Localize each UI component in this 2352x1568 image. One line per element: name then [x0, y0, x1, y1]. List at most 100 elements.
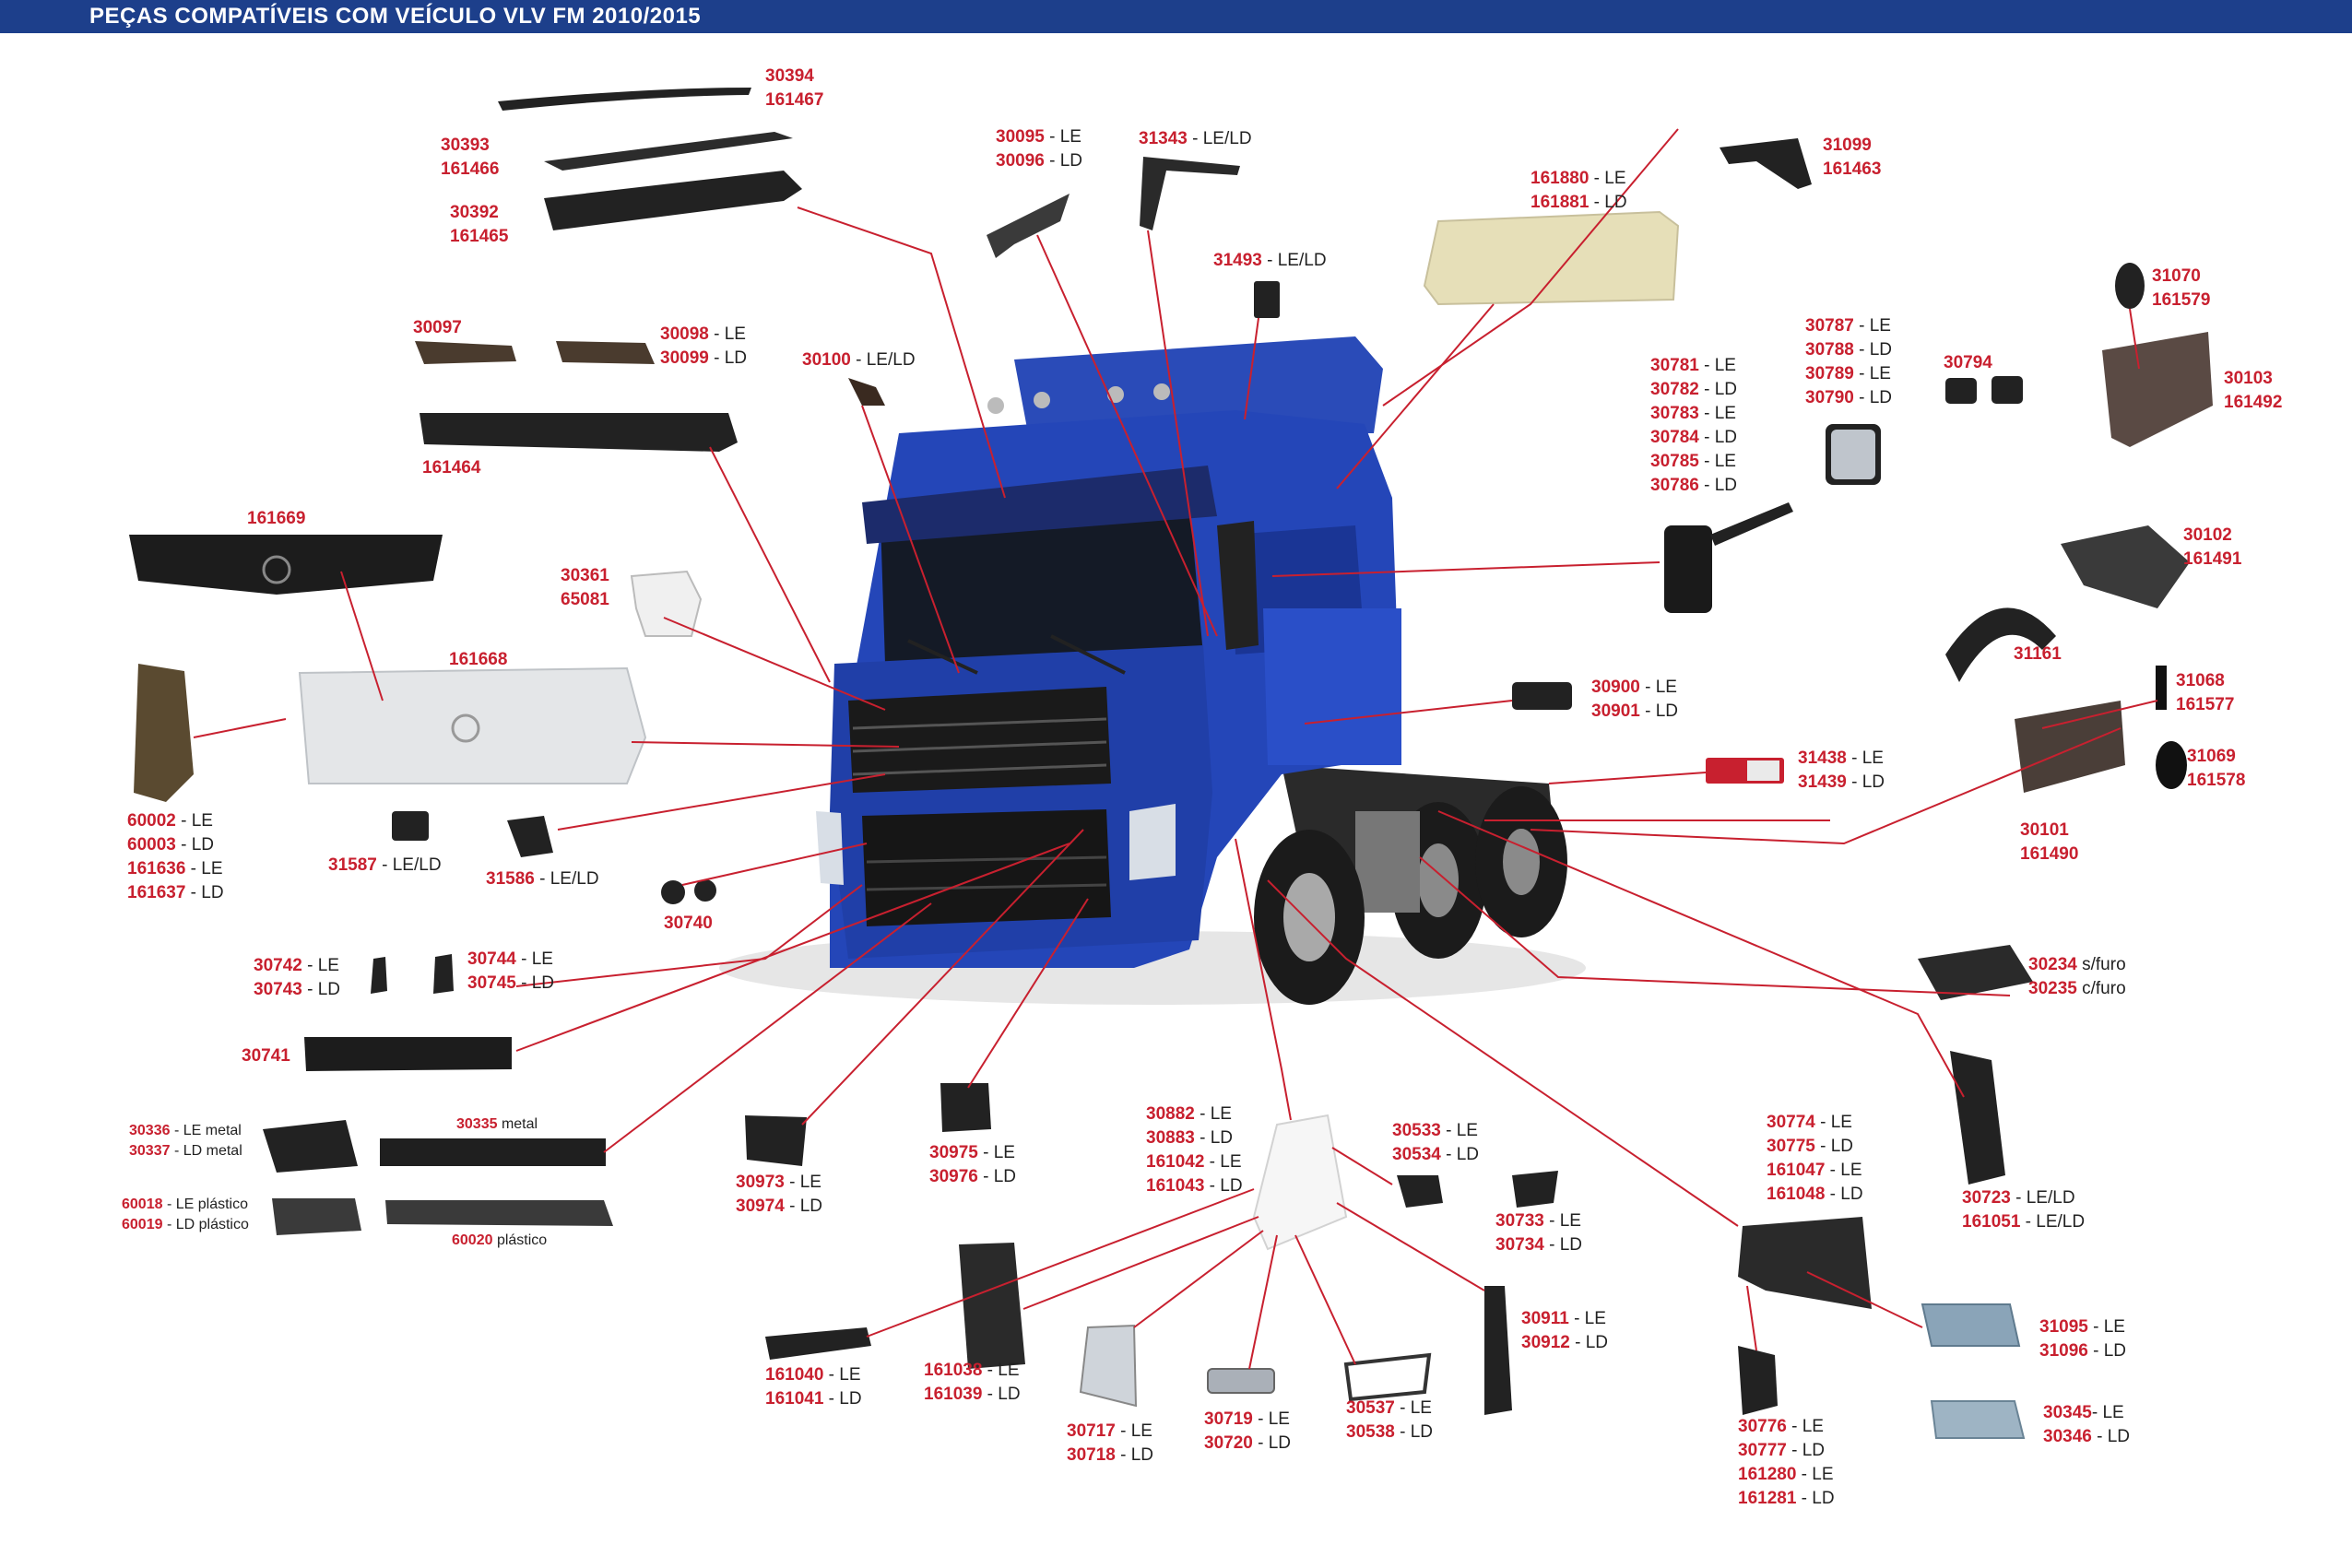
label-31068: 31068 161577 [2176, 671, 2235, 714]
part-mudflap-30101 [2015, 701, 2125, 793]
label-30533: 30533 - LE 30534 - LD [1392, 1121, 1480, 1164]
part-bumper-end-30336 [263, 1120, 358, 1173]
label-161669: 161669 [247, 509, 306, 528]
label-30781: 30781 - LE 30782 - LD 30783 - LE 30784 -… [1650, 356, 1738, 495]
label-30098: 30098 - LE 30099 - LD [660, 324, 748, 368]
part-step-box-30774 [1738, 1217, 1872, 1309]
label-30973: 30973 - LE 30974 - LD [736, 1173, 823, 1216]
part-mudguard-30102 [2061, 525, 2190, 608]
label-30097: 30097 [413, 318, 462, 337]
part-lower-grille-30741 [304, 1037, 512, 1071]
part-reflector-31068 [2156, 666, 2167, 710]
part-bracket-31586 [507, 816, 553, 857]
label-31587: 31587 - LE/LD [328, 855, 442, 875]
part-roof-lamp [1254, 281, 1280, 318]
truck-illustration [719, 336, 1586, 1005]
label-31493: 31493 - LE/LD [1213, 251, 1327, 270]
part-step-cover-30776 [1738, 1346, 1778, 1415]
label-30101: 30101 161490 [2020, 820, 2079, 864]
part-grab-handle-left [415, 341, 516, 364]
label-161040: 161040 - LE 161041 - LD [765, 1365, 862, 1409]
label-30776: 30776 - LE 30777 - LD 161280 - LE 161281… [1738, 1417, 1835, 1508]
label-30335: 30335 metal [456, 1116, 538, 1132]
label-30361: 30361 65081 [561, 566, 609, 609]
part-mirror-30794 [1945, 376, 2023, 404]
label-31069: 31069 161578 [2187, 747, 2246, 790]
label-60020: 60020 plástico [452, 1232, 548, 1248]
part-bracket-30744 [433, 954, 454, 994]
part-visor-upper [544, 132, 793, 171]
part-step-30345 [1930, 1400, 2026, 1439]
label-30392: 30392 161465 [450, 203, 509, 246]
part-upper-deflector [987, 194, 1070, 258]
part-headlamp-30717 [1079, 1324, 1138, 1408]
part-mudguard-31161 [1945, 607, 2056, 682]
part-expansion-tank [630, 570, 703, 637]
label-30234: 30234 s/furo 30235 c/furo [2028, 955, 2126, 998]
part-battery-cover-30234 [1918, 945, 2033, 1000]
part-bracket-30911 [1484, 1286, 1512, 1415]
leader-lines [193, 128, 2158, 1370]
part-cover-30975 [940, 1083, 991, 1132]
part-mirror-30787 [1826, 424, 1881, 485]
label-31095: 31095 - LE 31096 - LD [2039, 1317, 2127, 1361]
part-plug-31069 [2156, 741, 2187, 789]
label-161880: 161880 - LE 161881 - LD [1531, 169, 1627, 212]
label-161038: 161038 - LE 161039 - LD [924, 1361, 1021, 1404]
label-30900: 30900 - LE 30901 - LD [1591, 678, 1679, 721]
part-bracket-30533 [1397, 1175, 1443, 1208]
label-31070: 31070 161579 [2152, 266, 2211, 310]
label-30102: 30102 161491 [2183, 525, 2242, 569]
label-30742: 30742 - LE 30743 - LD [254, 956, 341, 999]
part-bracket-31587 [392, 811, 429, 841]
part-corner-deflector [134, 664, 194, 802]
part-bumper-center-30335 [380, 1138, 606, 1166]
label-30733: 30733 - LE 30734 - LD [1495, 1211, 1583, 1255]
part-mudguard-30103 [2102, 332, 2213, 447]
label-30394: 30394 161467 [765, 66, 824, 110]
part-roof-cover [1423, 210, 1680, 306]
label-30975: 30975 - LE 30976 - LD [929, 1143, 1017, 1186]
part-cap-30740 [661, 879, 716, 904]
label-60002: 60002 - LE 60003 - LD 161636 - LE 161637… [127, 811, 224, 902]
part-upper-grille [129, 535, 443, 595]
part-mudflap-cap-31070 [2115, 263, 2145, 309]
label-30741: 30741 [242, 1046, 290, 1066]
label-31586: 31586 - LE/LD [486, 869, 599, 889]
part-bracket-30733 [1512, 1171, 1558, 1208]
label-161668: 161668 [449, 650, 508, 669]
label-30719: 30719 - LE 30720 - LD [1204, 1409, 1292, 1453]
part-bracket-161040 [765, 1327, 871, 1360]
label-30095: 30095 - LE 30096 - LD [996, 127, 1083, 171]
part-tail-lamp-31438 [1706, 758, 1784, 784]
part-cover-30973 [745, 1115, 807, 1166]
label-30103: 30103 161492 [2224, 369, 2283, 412]
part-grab-handle-right [556, 341, 655, 364]
part-sun-visor-strip [498, 88, 751, 111]
part-bumper-end-60018 [272, 1198, 361, 1235]
part-fog-lamp-30719 [1207, 1368, 1275, 1394]
label-30717: 30717 - LE 30718 - LD [1067, 1421, 1154, 1465]
label-30393: 30393 161466 [441, 136, 500, 179]
label-30882: 30882 - LE 30883 - LD 161042 - LE 161043… [1146, 1104, 1243, 1196]
part-step-cover-30723 [1950, 1051, 2005, 1185]
part-door-handle-30900 [1512, 682, 1572, 710]
label-30911: 30911 - LE 30912 - LD [1521, 1309, 1609, 1352]
part-mirror-30781 [1664, 502, 1793, 613]
label-30723: 30723 - LE/LD 161051 - LE/LD [1962, 1188, 2086, 1232]
part-sun-shade-bracket [848, 378, 885, 406]
label-31161: 31161 [2014, 644, 2062, 664]
part-dash-rail [420, 413, 738, 452]
part-corner-spoiler [1720, 138, 1812, 189]
label-30537: 30537 - LE 30538 - LD [1346, 1398, 1434, 1442]
part-bracket-30742 [371, 957, 387, 994]
page-header: PEÇAS COMPATÍVEIS COM VEÍCULO VLV FM 201… [0, 0, 2352, 33]
label-31343: 31343 - LE/LD [1139, 129, 1252, 148]
label-60018: 60018 - LE plástico 60019 - LD plástico [122, 1197, 249, 1232]
part-front-panel [298, 666, 647, 784]
label-30787: 30787 - LE 30788 - LD 30789 - LE 30790 -… [1805, 316, 1893, 407]
part-visor-lower [544, 171, 802, 230]
label-30744: 30744 - LE 30745 - LD [467, 949, 555, 993]
part-headlamp-housing-161038 [959, 1243, 1025, 1369]
